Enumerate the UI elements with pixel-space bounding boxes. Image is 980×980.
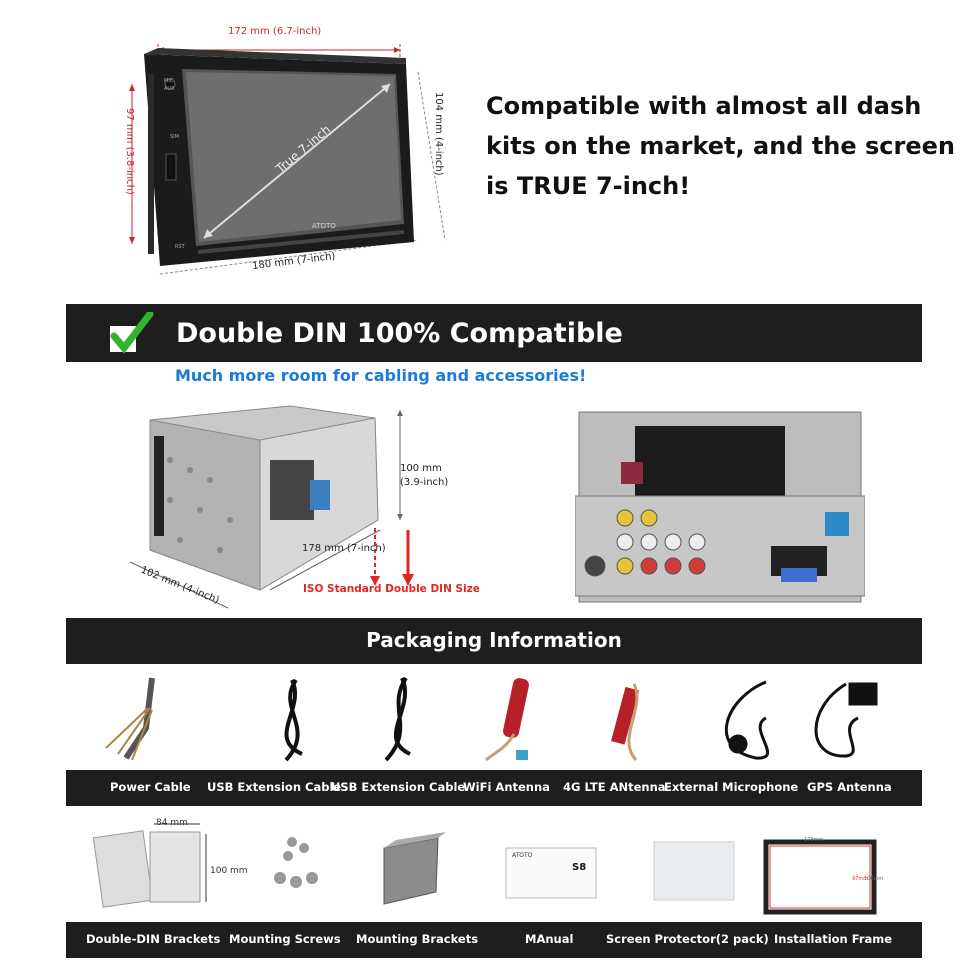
label-mounting-brackets: Mounting Brackets	[356, 932, 479, 946]
usb-cable-1-illustration	[284, 678, 303, 762]
double-din-title: Double DIN 100% Compatible	[176, 318, 623, 349]
label-gps-antenna: GPS Antenna	[807, 780, 892, 794]
double-din-brackets-illustration	[92, 823, 207, 908]
wifi-antenna-illustration	[485, 678, 529, 762]
rear-panel-image	[574, 408, 866, 608]
bracket-dim-width: 84 mm	[156, 818, 188, 828]
headline: Compatible with almost all dash kits on …	[486, 92, 955, 200]
row-2-label-bar: Double-DIN Brackets Mounting Screws Moun…	[66, 922, 922, 958]
manual-model: S8	[572, 862, 587, 873]
side-label-rst: RST	[175, 244, 185, 250]
screen-protector-illustration	[653, 841, 735, 901]
dimension-din-height-inch: (3.9-inch)	[400, 477, 449, 488]
rear-panel-illustration	[574, 411, 866, 603]
label-manual: MAnual	[525, 932, 574, 946]
label-wifi-antenna: WiFi Antenna	[463, 780, 550, 794]
label-double-din-brackets: Double-DIN Brackets	[86, 932, 221, 946]
packaging-title: Packaging Information	[366, 628, 622, 652]
manual-illustration	[505, 847, 597, 899]
label-installation-frame: Installation Frame	[774, 932, 893, 946]
mounting-screws-illustration	[274, 837, 318, 888]
microphone-illustration	[725, 680, 770, 760]
dimension-din-length: 178 mm (7-inch)	[302, 543, 386, 554]
gps-antenna-illustration	[814, 682, 878, 758]
dimension-height-left: 97 mm (3.8-inch)	[124, 108, 135, 195]
label-power-cable: Power Cable	[110, 780, 191, 794]
label-usb-extension-cable-2: USB Extension Cable	[331, 780, 466, 794]
double-din-banner: Double DIN 100% Compatible	[66, 304, 922, 362]
double-din-subtitle: Much more room for cabling and accessori…	[175, 366, 587, 385]
side-label-sim: SIM	[170, 134, 179, 140]
dimension-width-top: 172 mm (6.7-inch)	[228, 26, 322, 37]
label-external-microphone: External Microphone	[664, 780, 799, 794]
usb-cable-2-illustration	[384, 676, 411, 762]
head-unit-front-illustration	[129, 44, 446, 275]
checkmark-icon	[110, 312, 154, 354]
side-label-mic: MIC	[164, 78, 174, 84]
label-mounting-screws: Mounting Screws	[229, 932, 341, 946]
dimension-height-right: 104 mm (4-inch)	[433, 92, 444, 176]
package-items-row-1	[66, 668, 922, 768]
dimension-din-height: 100 mm	[400, 463, 442, 474]
frame-dim-inner: 97mm	[852, 876, 869, 882]
installation-frame-illustration	[763, 839, 877, 915]
mounting-brackets-illustration	[383, 832, 446, 905]
power-cable-illustration	[105, 677, 155, 761]
label-screen-protector: Screen Protector(2 pack)	[606, 932, 769, 946]
manual-brand: ATOTO	[512, 852, 533, 859]
label-usb-extension-cable-1: USB Extension Cable	[207, 780, 342, 794]
row-1-label-bar: Power Cable USB Extension Cable USB Exte…	[66, 770, 922, 806]
lte-antenna-illustration	[611, 683, 640, 762]
iso-standard-label: ISO Standard Double DIN Size	[303, 583, 480, 595]
head-unit-front-diagram	[100, 14, 460, 284]
bracket-dim-height: 100 mm	[210, 866, 248, 876]
label-lte-antenna: 4G LTE ANtenna	[563, 780, 666, 794]
chassis-diagram	[110, 400, 500, 615]
package-items-row-2	[66, 812, 922, 918]
row-1-illustrations	[105, 676, 878, 762]
chassis-illustration	[129, 405, 414, 609]
frame-dim-height: 100mm	[864, 876, 884, 882]
packaging-banner: Packaging Information	[66, 618, 922, 664]
brand-logo: ATOTO	[312, 222, 336, 230]
row-2-illustrations	[92, 823, 877, 915]
frame-dim-width: 178mm	[804, 837, 824, 843]
side-label-aux: AUX	[164, 86, 175, 92]
